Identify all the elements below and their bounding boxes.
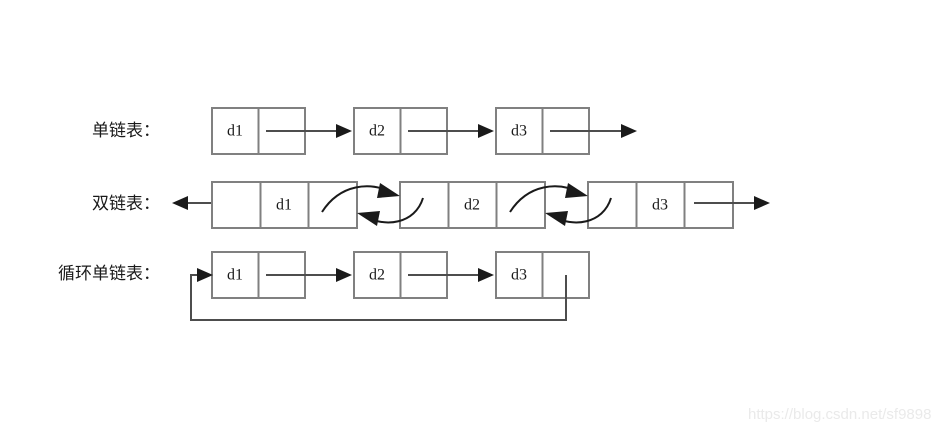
row-label-doubly: 双链表： (92, 194, 160, 214)
node-data-cell: d3 (511, 123, 527, 140)
row-doubly-linked-list: 双链表： d1 d2 (92, 181, 770, 229)
node-data-cell: d1 (227, 123, 243, 140)
row-circular-singly-linked-list: 循环单链表： d1 d2 d3 (58, 251, 590, 321)
node-doubly-1: d1 (211, 181, 358, 229)
arrow-head-icon (172, 196, 188, 210)
node-singly-2: d2 (353, 107, 494, 155)
curve-next-2-3 (509, 183, 588, 213)
curve-prev-3-2 (545, 197, 612, 226)
node-doubly-3: d3 (587, 181, 734, 229)
arrow-head-icon (621, 124, 637, 138)
arrow-head-icon (545, 211, 568, 226)
node-singly-3: d3 (495, 107, 637, 155)
curve-prev-2-1 (357, 197, 424, 226)
node-box (587, 181, 734, 229)
curve-next-1-2 (321, 183, 400, 213)
arrow-head-icon (336, 268, 352, 282)
row-label-circular: 循环单链表： (58, 264, 160, 284)
node-circular-3: d3 (495, 251, 590, 299)
arrow-head-icon (377, 183, 400, 198)
node-data-cell: d2 (464, 197, 480, 214)
arrow-head-icon (754, 196, 770, 210)
node-circular-1: d1 (211, 251, 352, 299)
loop-back-path (190, 268, 567, 321)
arrow-head-icon (197, 268, 213, 282)
node-data-cell: d3 (652, 197, 668, 214)
node-data-cell: d1 (227, 267, 243, 284)
node-data-cell: d1 (276, 197, 292, 214)
node-singly-1: d1 (211, 107, 352, 155)
node-data-cell: d2 (369, 123, 385, 140)
row-singly-linked-list: 单链表： d1 d2 d3 (92, 107, 637, 155)
arrow-head-icon (478, 268, 494, 282)
watermark-text: https://blog.csdn.net/sf9898 (748, 406, 931, 423)
node-data-cell: d2 (369, 267, 385, 284)
node-box (211, 181, 358, 229)
arrow-head-icon (357, 211, 380, 226)
loop-back-line (190, 274, 567, 321)
node-circular-2: d2 (353, 251, 494, 299)
arrow-head-icon (478, 124, 494, 138)
arrow-head-icon (565, 183, 588, 198)
node-data-cell: d3 (511, 267, 527, 284)
row-label-singly: 单链表： (92, 121, 160, 141)
node-doubly-2: d2 (399, 181, 546, 229)
node-box (399, 181, 546, 229)
tail-arrow-doubly (694, 196, 770, 210)
arrow-head-icon (336, 124, 352, 138)
